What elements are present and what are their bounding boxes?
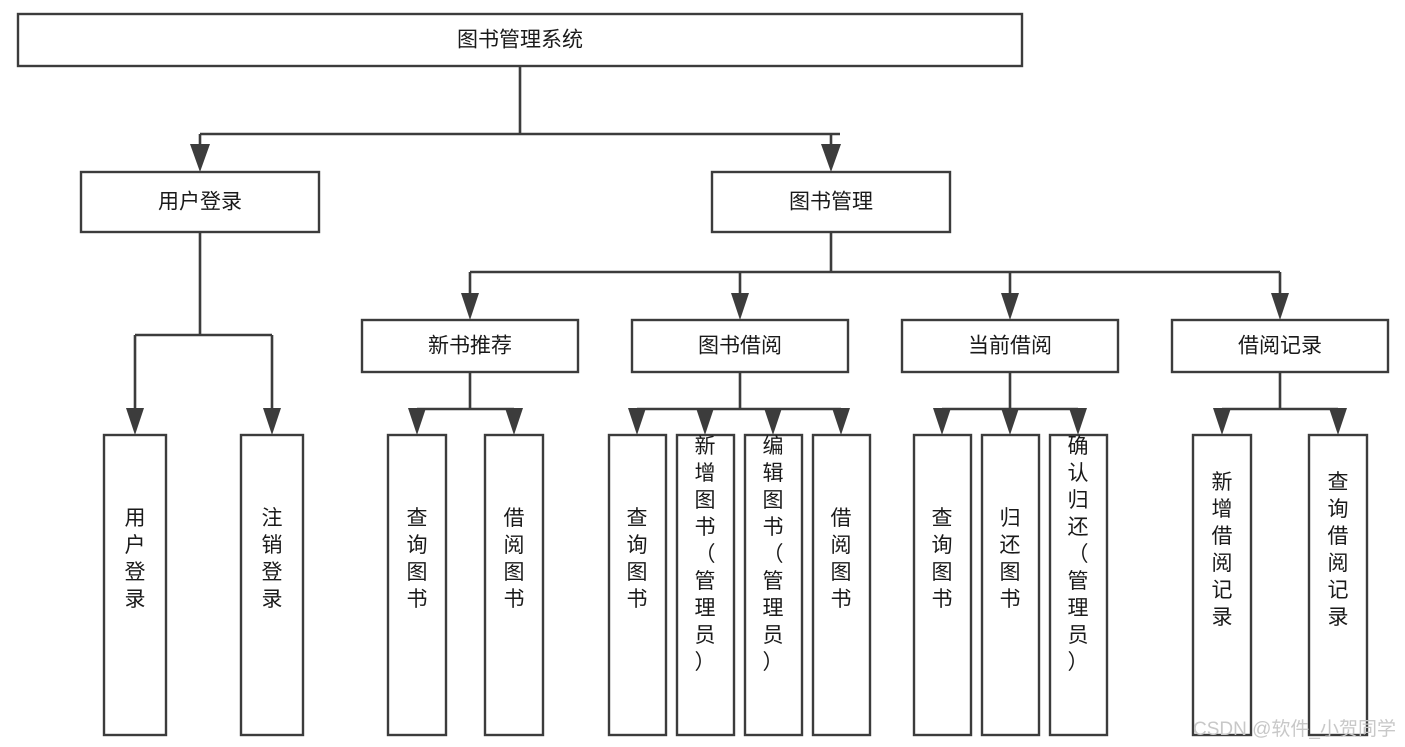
node-root-label: 图书管理系统 — [457, 29, 583, 52]
node-leaf-return-book-box[interactable] — [980, 433, 1041, 737]
node-leaf-user-logout-box[interactable] — [239, 433, 305, 737]
node-leaf-return-book[interactable]: 归还图书 — [980, 433, 1041, 737]
node-new-book-recommend-box[interactable] — [360, 318, 580, 374]
node-leaf-borrow-book-2[interactable]: 借阅图书 — [811, 433, 872, 737]
node-leaf-borrow-book-2-label: 借阅图书 — [831, 507, 852, 611]
node-leaf-query-book-3[interactable]: 查询图书 — [912, 433, 973, 737]
node-borrow-record-label: 借阅记录 — [1238, 335, 1322, 358]
arrowhead-user-login-leaf-2 — [263, 408, 281, 435]
node-leaf-query-book-2-label: 查询图书 — [627, 507, 648, 611]
node-user-login-box[interactable] — [79, 170, 321, 234]
connector-group-user-login — [126, 232, 281, 435]
arrowhead-book-manage-child-4 — [1271, 293, 1289, 320]
arrowhead-bookborrow-leaf-3 — [764, 408, 782, 435]
arrowhead-book-manage-child-1 — [461, 293, 479, 320]
node-leaf-query-book-2-box[interactable] — [607, 433, 668, 737]
node-leaf-add-record-box[interactable] — [1191, 433, 1253, 737]
node-leaf-add-book-box[interactable] — [675, 433, 736, 737]
node-leaf-query-record[interactable]: 查询借阅记录 — [1307, 433, 1369, 737]
connector-group-book-manage — [461, 232, 1289, 320]
node-user-login-label: 用户登录 — [158, 191, 242, 214]
arrowhead-book-manage-child-3 — [1001, 293, 1019, 320]
node-book-manage[interactable]: 图书管理 — [710, 170, 952, 234]
node-borrow-record-box[interactable] — [1170, 318, 1390, 374]
node-leaf-edit-book[interactable]: 编辑图书（管理员） — [743, 433, 804, 737]
node-leaf-user-logout-label: 注销登录 — [262, 507, 283, 611]
arrowhead-bookborrow-leaf-2 — [696, 408, 714, 435]
arrowhead-borrowrecord-leaf-1 — [1213, 408, 1231, 435]
node-leaf-user-login-box[interactable] — [102, 433, 168, 737]
node-current-borrow-box[interactable] — [900, 318, 1120, 374]
node-leaf-confirm-return-box[interactable] — [1048, 433, 1109, 737]
node-new-book-recommend[interactable]: 新书推荐 — [360, 318, 580, 374]
node-user-login[interactable]: 用户登录 — [79, 170, 321, 234]
node-leaf-query-book-1-label: 查询图书 — [407, 507, 428, 611]
node-leaf-query-book-1-box[interactable] — [386, 433, 448, 737]
node-root[interactable]: 图书管理系统 — [16, 12, 1024, 68]
node-leaf-borrow-book-1-label: 借阅图书 — [504, 507, 525, 611]
node-leaf-query-record-label: 查询借阅记录 — [1328, 471, 1349, 629]
arrowhead-book-manage-child-2 — [731, 293, 749, 320]
arrowhead-newbook-leaf-2 — [505, 408, 523, 435]
node-leaf-user-logout[interactable]: 注销登录 — [239, 433, 305, 737]
node-leaf-query-record-box[interactable] — [1307, 433, 1369, 737]
node-new-book-recommend-label: 新书推荐 — [428, 335, 512, 358]
node-book-borrow[interactable]: 图书借阅 — [630, 318, 850, 374]
node-leaf-add-record[interactable]: 新增借阅记录 — [1191, 433, 1253, 737]
arrowhead-newbook-leaf-1 — [408, 408, 426, 435]
node-leaf-confirm-return-label: 确认归还（管理员） — [1068, 435, 1089, 674]
connector-group-new-book-recommend — [408, 372, 523, 435]
connector-group-current-borrow — [933, 372, 1087, 435]
node-leaf-return-book-label: 归还图书 — [1000, 507, 1021, 611]
arrowhead-root-to-book-manage — [821, 144, 841, 172]
node-leaf-query-book-2[interactable]: 查询图书 — [607, 433, 668, 737]
node-book-manage-box[interactable] — [710, 170, 952, 234]
connector-group-root — [190, 66, 841, 172]
node-leaf-borrow-book-1-box[interactable] — [483, 433, 545, 737]
arrowhead-borrowrecord-leaf-2 — [1329, 408, 1347, 435]
arrowhead-bookborrow-leaf-1 — [628, 408, 646, 435]
node-leaf-add-record-label: 新增借阅记录 — [1212, 471, 1233, 629]
node-leaf-user-login-label: 用户登录 — [125, 507, 146, 611]
arrowhead-currentborrow-leaf-1 — [933, 408, 951, 435]
node-leaf-add-book-label: 新增图书（管理员） — [695, 435, 716, 674]
arrowhead-currentborrow-leaf-2 — [1001, 408, 1019, 435]
arrowhead-bookborrow-leaf-4 — [832, 408, 850, 435]
node-leaf-borrow-book-1[interactable]: 借阅图书 — [483, 433, 545, 737]
node-leaf-query-book-1[interactable]: 查询图书 — [386, 433, 448, 737]
node-leaf-borrow-book-2-box[interactable] — [811, 433, 872, 737]
node-leaf-query-book-3-box[interactable] — [912, 433, 973, 737]
node-book-manage-label: 图书管理 — [789, 191, 873, 214]
arrowhead-user-login-leaf-1 — [126, 408, 144, 435]
node-leaf-user-login[interactable]: 用户登录 — [102, 433, 168, 737]
node-book-borrow-label: 图书借阅 — [698, 335, 782, 358]
node-root-box[interactable] — [16, 12, 1024, 68]
arrowhead-root-to-user-login — [190, 144, 210, 172]
watermark-label: CSDN @软件_小贺同学 — [1193, 718, 1396, 740]
node-book-borrow-box[interactable] — [630, 318, 850, 374]
connector-group-borrow-record — [1213, 372, 1347, 435]
node-current-borrow[interactable]: 当前借阅 — [900, 318, 1120, 374]
node-leaf-edit-book-box[interactable] — [743, 433, 804, 737]
node-leaf-query-book-3-label: 查询图书 — [932, 507, 953, 611]
connector-group-book-borrow — [628, 372, 850, 435]
node-leaf-edit-book-label: 编辑图书（管理员） — [763, 435, 784, 674]
node-current-borrow-label: 当前借阅 — [968, 335, 1052, 358]
node-leaf-add-book[interactable]: 新增图书（管理员） — [675, 433, 736, 737]
node-leaf-confirm-return[interactable]: 确认归还（管理员） — [1048, 433, 1109, 737]
node-borrow-record[interactable]: 借阅记录 — [1170, 318, 1390, 374]
arrowhead-currentborrow-leaf-3 — [1069, 408, 1087, 435]
